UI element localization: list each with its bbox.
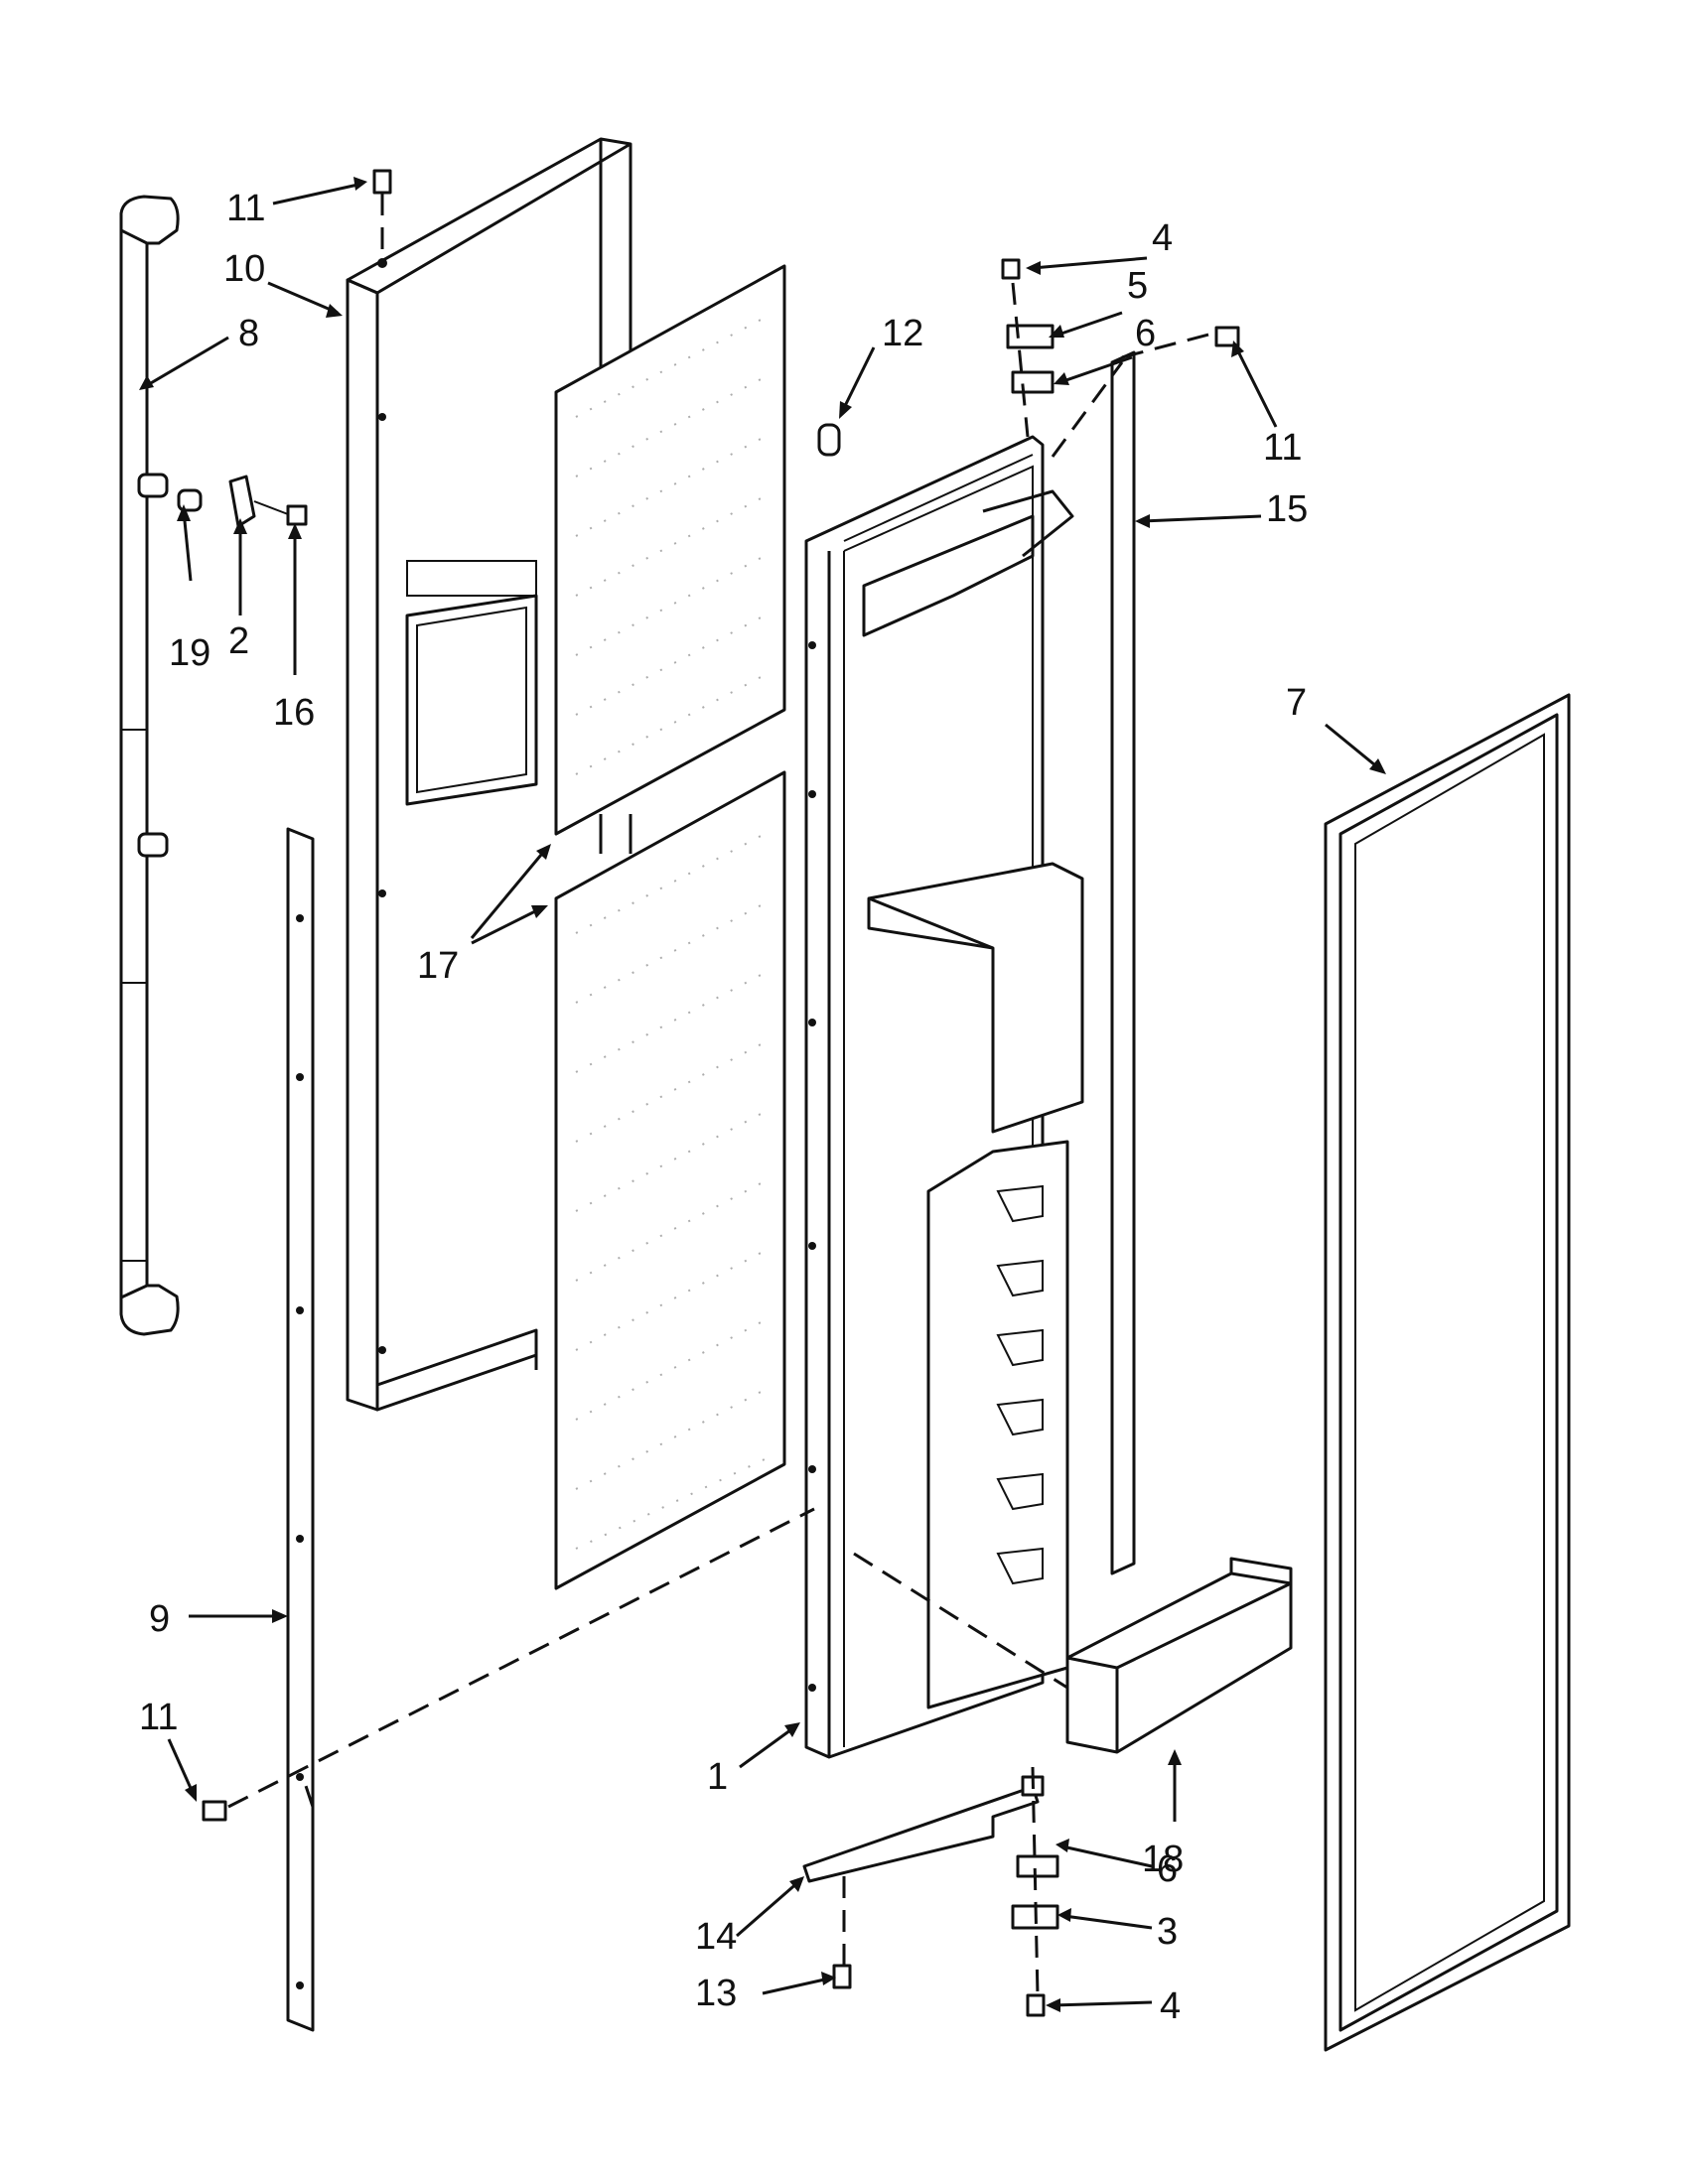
callout-4-top: 4 <box>1152 217 1173 259</box>
callout-16: 16 <box>273 692 315 734</box>
callout-7: 7 <box>1286 682 1307 724</box>
callout-13: 13 <box>695 1973 737 2014</box>
callout-9: 9 <box>149 1598 170 1640</box>
callout-3: 3 <box>1157 1911 1178 1953</box>
callout-6-top: 6 <box>1135 313 1156 354</box>
door-handle <box>119 195 180 1336</box>
leader-lines <box>139 177 1386 2012</box>
door-liner-frame <box>346 137 633 1412</box>
door-gasket <box>1324 693 1571 2052</box>
callout-15: 15 <box>1266 488 1308 530</box>
callout-18: 18 <box>1142 1839 1184 1880</box>
callout-8: 8 <box>238 313 259 354</box>
callout-11-right: 11 <box>1263 427 1302 469</box>
screw-11-bottom <box>202 1800 227 1822</box>
screw-13 <box>832 1964 852 1989</box>
callout-6-bottom: 6 <box>1157 1848 1178 1890</box>
door-assembly <box>804 435 1084 1759</box>
callout-4-bottom: 4 <box>1160 1985 1181 2027</box>
screw-11-right <box>1214 326 1240 347</box>
handle-mount-hardware <box>177 475 308 528</box>
screw-11-top <box>372 169 392 195</box>
door-trim-strip-right <box>1110 350 1136 1575</box>
door-bin <box>1065 1557 1293 1754</box>
alignment-lines <box>227 194 1217 1996</box>
door-trim-strip-left <box>286 827 315 2032</box>
callout-1: 1 <box>707 1756 728 1798</box>
callout-11-bottom: 11 <box>139 1697 178 1738</box>
callout-12: 12 <box>882 313 923 354</box>
callout-19: 19 <box>169 632 211 674</box>
hinge-bracket-bottom <box>802 1775 1045 1883</box>
callout-14: 14 <box>695 1916 737 1958</box>
insulation-panel-lower <box>554 770 786 1590</box>
hinge-top <box>1001 258 1055 394</box>
callout-17: 17 <box>417 945 459 987</box>
callout-5: 5 <box>1127 265 1148 307</box>
callout-11-top: 11 <box>226 188 265 229</box>
callout-2: 2 <box>228 620 249 662</box>
callout-labels: 1 2 3 4 4 5 6 6 7 8 9 10 11 11 11 12 13 … <box>139 188 1308 2027</box>
callout-10: 10 <box>223 248 265 290</box>
insulation-panel-upper <box>554 264 786 836</box>
door-plug <box>817 423 841 457</box>
